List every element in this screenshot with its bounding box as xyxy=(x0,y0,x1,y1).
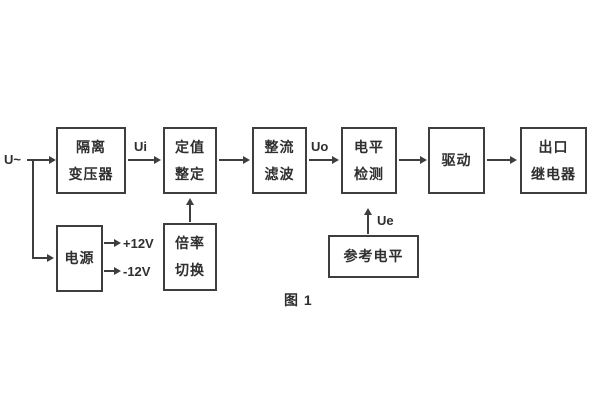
arrow-minus12v-line xyxy=(104,270,114,272)
arrow-ue-line xyxy=(367,214,369,234)
arrow-to-power-line xyxy=(32,257,47,259)
arrow-line xyxy=(219,159,243,161)
block-label: 切换 xyxy=(175,262,205,278)
arrow-rate-up-line xyxy=(189,204,191,222)
block-label: 倍率 xyxy=(175,235,205,251)
block-label: 电平 xyxy=(354,138,384,155)
block-isolation-transformer: 隔离 变压器 xyxy=(56,127,126,194)
ui-signal-label: Ui xyxy=(134,139,147,154)
block-label: 继电器 xyxy=(531,165,576,182)
block-drive: 驱动 xyxy=(428,127,485,194)
arrow-ui-line xyxy=(128,159,154,161)
arrow-line xyxy=(399,159,420,161)
block-label: 检测 xyxy=(354,165,384,182)
branch-down-line xyxy=(32,159,34,259)
block-level-detection: 电平 检测 xyxy=(341,127,397,194)
block-label: 出口 xyxy=(538,138,569,155)
arrowhead-right-icon xyxy=(510,156,517,164)
block-output-relay: 出口 继电器 xyxy=(520,127,587,194)
arrowhead-right-icon xyxy=(332,156,339,164)
block-label: 参考电平 xyxy=(343,248,404,264)
block-setting: 定值 整定 xyxy=(163,127,217,194)
block-label: 电源 xyxy=(64,250,95,266)
plus12v-label: +12V xyxy=(123,236,154,251)
arrowhead-up-icon xyxy=(364,208,372,215)
arrowhead-up-icon xyxy=(186,198,194,205)
block-label: 整流 xyxy=(264,138,295,155)
block-label: 驱动 xyxy=(441,152,472,168)
arrowhead-right-icon xyxy=(243,156,250,164)
arrowhead-right-icon xyxy=(154,156,161,164)
block-label: 隔离 xyxy=(76,138,106,155)
block-rectifier-filter: 整流 滤波 xyxy=(252,127,307,194)
ue-signal-label: Ue xyxy=(377,213,394,228)
arrowhead-right-icon xyxy=(420,156,427,164)
minus12v-label: -12V xyxy=(123,264,151,279)
arrow-uo-line xyxy=(309,159,332,161)
arrowhead-right-icon xyxy=(114,239,121,247)
arrowhead-right-icon xyxy=(114,267,121,275)
input-signal-label: U~ xyxy=(4,152,21,167)
arrowhead-right-icon xyxy=(49,156,56,164)
block-power-supply: 电源 xyxy=(56,225,103,292)
arrow-input-line xyxy=(27,159,49,161)
arrowhead-right-icon xyxy=(47,254,54,262)
block-label: 整定 xyxy=(175,165,205,182)
block-reference-level: 参考电平 xyxy=(328,235,419,278)
block-label: 滤波 xyxy=(264,165,295,182)
arrow-line xyxy=(487,159,510,161)
figure-caption: 图 1 xyxy=(284,292,313,308)
arrow-plus12v-line xyxy=(104,242,114,244)
block-label: 变压器 xyxy=(68,165,114,182)
uo-signal-label: Uo xyxy=(311,139,329,154)
block-rate-switch: 倍率 切换 xyxy=(163,223,217,291)
block-label: 定值 xyxy=(175,138,205,155)
